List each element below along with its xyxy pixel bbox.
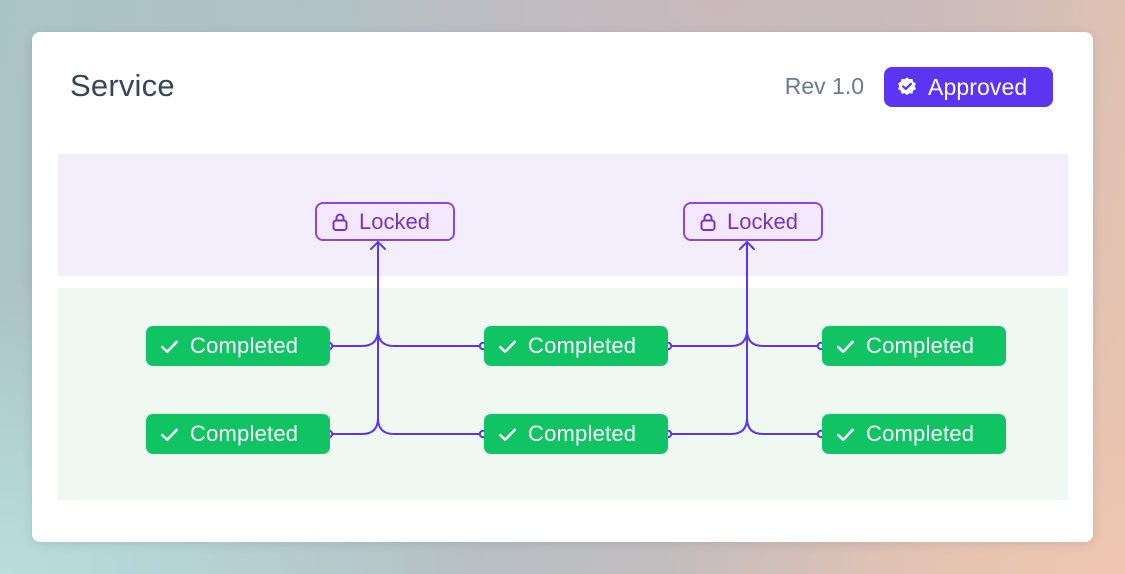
completed-node[interactable]: Completed [822,414,1006,454]
locked-node-label: Locked [359,208,430,234]
lock-icon [332,213,348,231]
completed-node-label: Completed [190,421,299,446]
completed-node[interactable]: Completed [484,326,668,366]
completed-node-label: Completed [528,421,637,446]
completed-node[interactable]: Completed [146,414,330,454]
completed-node-label: Completed [866,421,975,446]
verified-badge-icon [898,77,916,96]
revision-label: Rev 1.0 [784,73,864,99]
page-title: Service [70,68,175,103]
check-icon [836,340,855,353]
locked-node[interactable]: Locked [315,202,455,241]
completed-node[interactable]: Completed [484,414,668,454]
completed-node[interactable]: Completed [822,326,1006,366]
check-icon [160,428,179,441]
check-icon [498,428,517,441]
completed-node-label: Completed [528,333,637,358]
status-badge-label: Approved [928,73,1028,100]
service-card: Service Rev 1.0 Approved [32,32,1093,542]
check-icon [498,340,517,353]
completed-node-label: Completed [866,333,975,358]
check-icon [836,428,855,441]
locked-node[interactable]: Locked [683,202,823,241]
completed-node-label: Completed [190,333,299,358]
connector-lines [324,240,826,439]
check-icon [160,340,179,353]
locked-node-label: Locked [727,208,798,234]
locked-lane [58,154,1068,276]
lock-icon [700,213,716,231]
status-badge: Approved [884,67,1053,107]
completed-lane [58,288,1068,500]
completed-node[interactable]: Completed [146,326,330,366]
